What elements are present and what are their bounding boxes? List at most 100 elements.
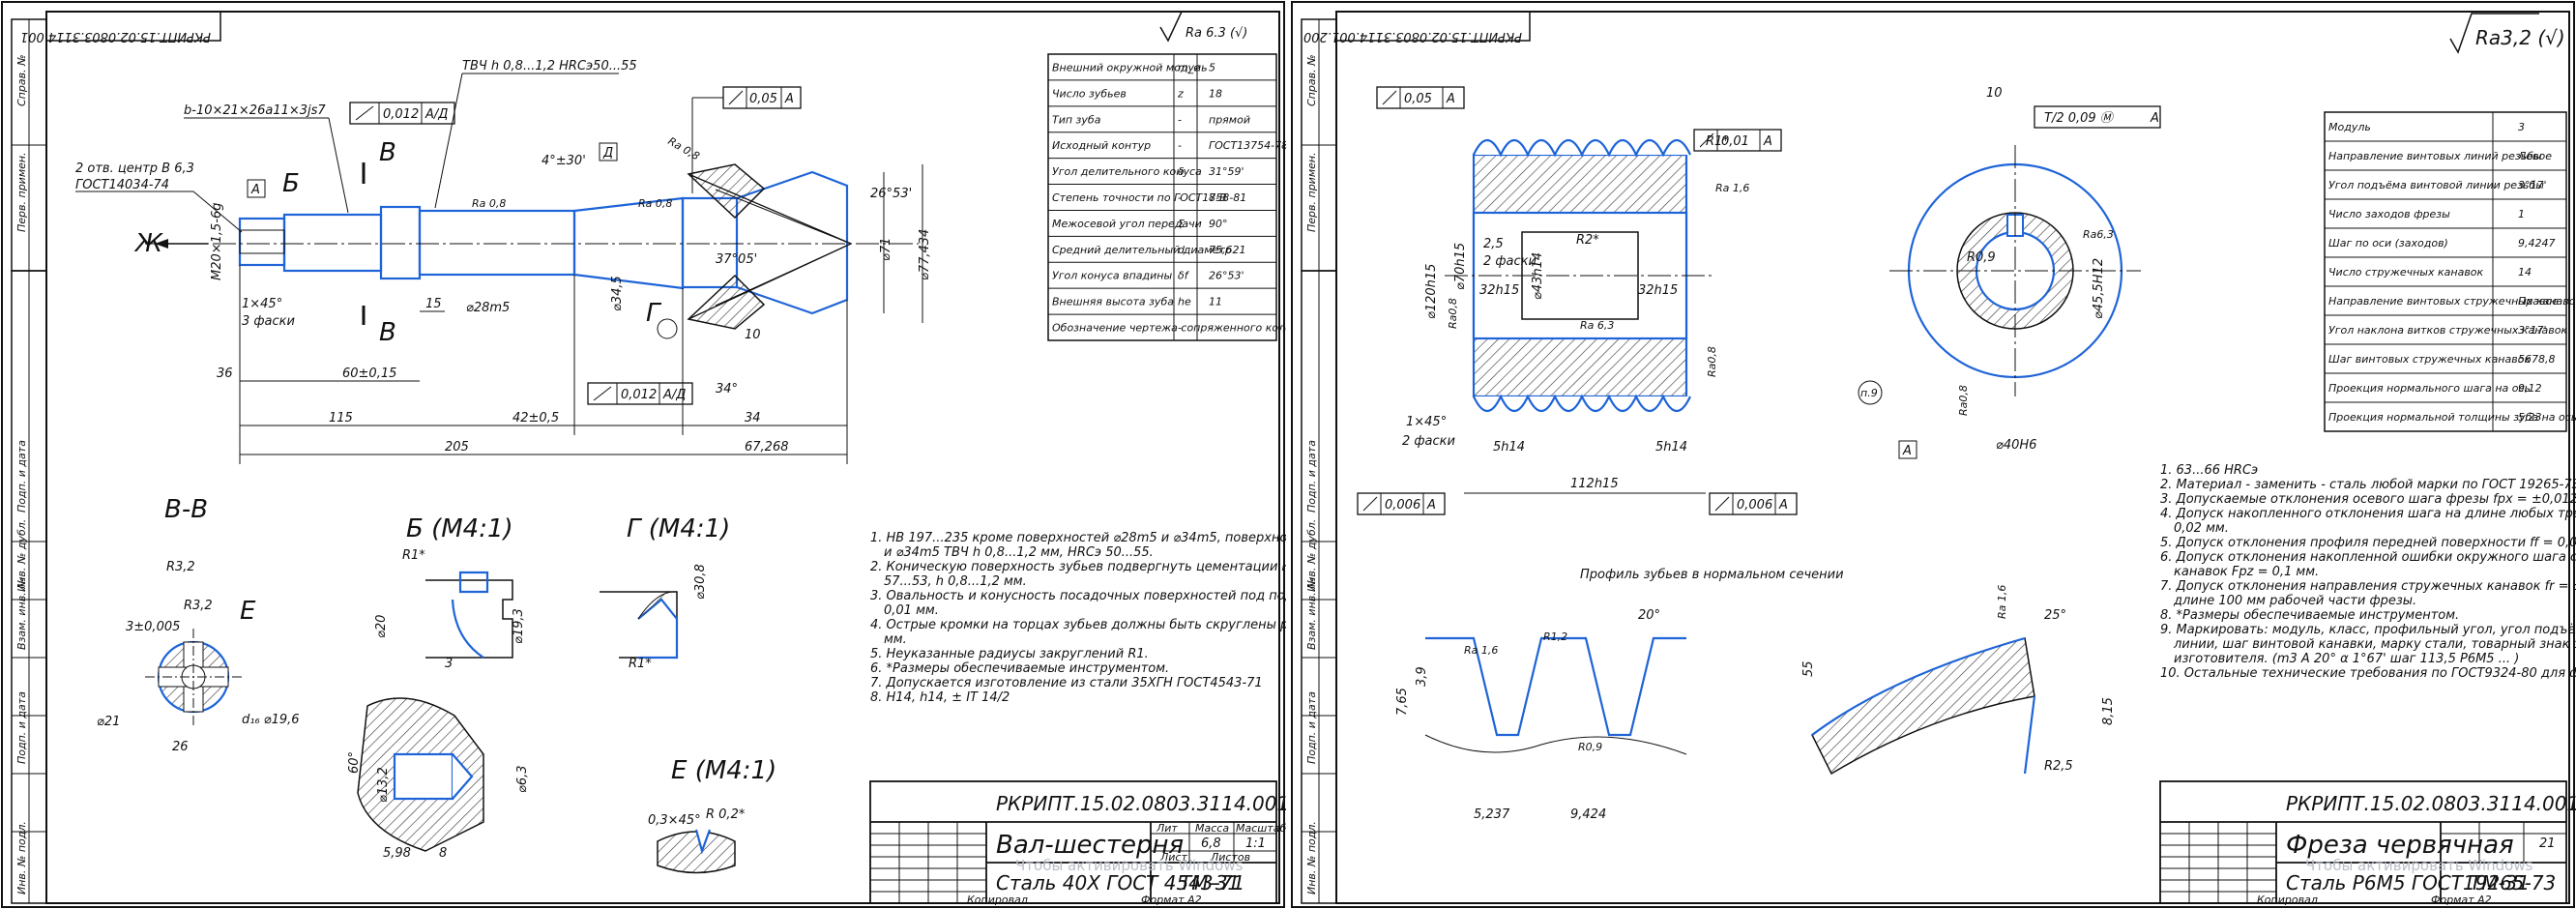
s2-title-org: ТМ-31 <box>2470 871 2530 894</box>
param-name: Обозначение чертежа сопряженного колеса <box>1052 322 1286 335</box>
param-name: Исходный контур <box>1052 139 1151 152</box>
s2-title-material: Сталь Р6М5 ГОСТ19265-73 <box>2286 871 2556 894</box>
s2-r2: R2* <box>1576 233 1599 248</box>
s2-ra08a: Ra0,8 <box>1447 298 1459 329</box>
s2-roughness-general: Ra3,2 (√) <box>2475 26 2565 49</box>
note-line: 5. Допуск отклонения профиля передней по… <box>2160 536 2576 550</box>
s2-side-label-3: Подп. и дата <box>1305 440 1318 513</box>
s2-d455: ⌀45,5H12 <box>2092 258 2106 319</box>
hob-param-name: Угол наклона витков стружечных канавок <box>2328 324 2567 337</box>
s2-tol1-base: А <box>1446 92 1455 106</box>
s2-k10: 10 <box>1986 86 2003 101</box>
note-line: 3. Допускаемые отклонения осевого шага ф… <box>2160 492 2576 507</box>
sh-a60: 60° <box>347 751 362 774</box>
shaft-drawing-canvas: Перв. примен. Справ. № Подп. и дата Инв.… <box>1 1 1286 908</box>
param-name: Внешний окружной модуль <box>1052 61 1208 73</box>
hob-param-name: Модуль <box>2328 121 2371 133</box>
s2-title-format: Формат А2 <box>2431 894 2492 906</box>
s2-fask2: 1×45° <box>1406 415 1447 429</box>
g-d308: ⌀30,8 <box>693 564 708 600</box>
vv-r32b: R3,2 <box>184 599 213 613</box>
sh-d63: ⌀6,3 <box>515 765 530 793</box>
hob-param-value: 3°17' <box>2518 179 2547 191</box>
s2-fask3: 2 фаски <box>1402 434 1455 449</box>
dim-205: 205 <box>445 440 469 454</box>
s2-tol1-value: 0,05 <box>1404 92 1432 106</box>
section-b-drawing <box>425 571 513 659</box>
activation-watermark: Чтобы активировать Windows <box>1015 857 1244 874</box>
s2-tol2-value: 0,01 <box>1721 134 1749 149</box>
hob-param-name: Угол подъёма винтовой линии резьбы <box>2328 179 2544 191</box>
param-name: Межосевой угол передачи <box>1052 218 1202 230</box>
note-line: 57...53, h 0,8...1,2 мм. <box>884 574 1027 589</box>
base-d-label: Д <box>602 146 613 161</box>
ra-08-a: Ra 0,8 <box>472 197 506 210</box>
s2-tol4-base: А <box>1778 498 1788 513</box>
vv-e-letter: Е <box>240 597 256 626</box>
s2-p-ra16b: Ra 1,6 <box>1996 585 2008 619</box>
title-org: ТМ-31 <box>1180 871 1240 894</box>
drawing-sheet-shaft: Перв. примен. Справ. № Подп. и дата Инв.… <box>0 0 1286 909</box>
side-label-2: Справ. № <box>15 54 28 106</box>
hob-param-value: 9,12 <box>2518 382 2542 395</box>
title-mass-h: Масса <box>1195 822 1229 835</box>
gear-params-table <box>1047 53 1277 341</box>
s2-p-r12: R1,2 <box>1543 630 1567 643</box>
hob-params-table <box>2324 111 2567 432</box>
tol2-value: 0,05 <box>749 92 777 106</box>
s2-p-39: 3,9 <box>1415 666 1429 687</box>
param-name: Угол делительного конуса <box>1052 165 1202 178</box>
section-g-title: Г (М4:1) <box>627 514 730 543</box>
angle-3705: 37°05' <box>716 252 757 267</box>
note-line: длине 100 мм рабочей части фрезы. <box>2173 594 2416 608</box>
s2-side-label-5: Взам. инв. № <box>1305 577 1318 650</box>
s2-profile-title: Профиль зубьев в нормальном сечении <box>1580 568 1844 582</box>
note-line: 8. H14, h14, ± IT 14/2 <box>870 690 1010 705</box>
note-line: 6. Допуск отклонения накопленной ошибки … <box>2160 550 2576 565</box>
note-line: 5. Неуказанные радиусы закруглений R1. <box>870 647 1149 661</box>
spline-dims-label: b-10×21×26a11×3js7 <box>184 103 326 118</box>
param-value: 8-В <box>1209 191 1227 204</box>
hob-param-name: Шаг винтовых стружечных канавок <box>2328 353 2531 366</box>
chamfer-1x45: 1×45° <box>242 297 282 311</box>
s2-p-a25: 25° <box>2044 608 2066 623</box>
s2-p-r25: R2,5 <box>2044 759 2073 774</box>
hob-param-value: 9,4247 <box>2518 237 2556 249</box>
note-line: и ⌀34m5 ТВЧ h 0,8...1,2 мм, HRCэ 50...55… <box>884 545 1154 560</box>
title-block <box>869 780 1277 904</box>
s2-p-r09: R0,9 <box>1578 741 1602 753</box>
s2-side-label-6: Подп. и дата <box>1305 691 1318 764</box>
param-symbol: m_e <box>1178 61 1200 73</box>
s2-side-label-7: Инв. № подл. <box>1305 821 1318 894</box>
note-line: 2. Материал - заменить - сталь любой мар… <box>2160 478 2576 492</box>
s2-ra63b: Ra6,3 <box>2083 228 2114 241</box>
dim-67: 67,268 <box>745 440 789 454</box>
section-shaft-end <box>357 697 484 852</box>
param-symbol: z <box>1177 87 1184 100</box>
param-value: 5 <box>1209 61 1215 73</box>
s2-dim32b: 32h15 <box>1638 283 1678 298</box>
param-value: 90° <box>1209 218 1228 230</box>
note-line: 0,01 мм. <box>884 603 939 618</box>
base-a-label: А <box>250 183 260 197</box>
chamfer-count: 3 фаски <box>242 314 295 329</box>
top-stamp-code: РКРИПТ.15.02.0803.3114.001 <box>20 29 211 44</box>
vv-dim26: 26 <box>172 740 189 754</box>
hob-param-name: Проекция нормального шага на ось <box>2328 382 2531 395</box>
hob-param-value: 14 <box>2518 266 2532 279</box>
s2-p-a20: 20° <box>1638 608 1660 623</box>
s2-dim32a: 32h15 <box>1479 283 1519 298</box>
hob-param-name: Проекция нормальной толщины зуба на ось <box>2328 411 2576 424</box>
s2-side-label-4: Инв. № дубл. <box>1305 519 1318 592</box>
tol3-value: 0,012 <box>621 388 657 402</box>
note-line: 10. Остальные технические требования по … <box>2160 666 2576 681</box>
s2-dim5a: 5h14 <box>1493 440 1525 454</box>
dim-36: 36 <box>217 367 233 381</box>
note-line: 7. Допуск отклонения направления стружеч… <box>2160 579 2576 594</box>
s2-ra08b: Ra0,8 <box>1706 346 1718 377</box>
sheet-outer-border <box>1 1 1285 908</box>
side-label-6: Подп. и дата <box>15 691 28 764</box>
sh-8: 8 <box>439 846 447 861</box>
title-mass: 6,8 <box>1201 836 1221 851</box>
vv-d196: d₁₆ ⌀19,6 <box>242 713 300 727</box>
